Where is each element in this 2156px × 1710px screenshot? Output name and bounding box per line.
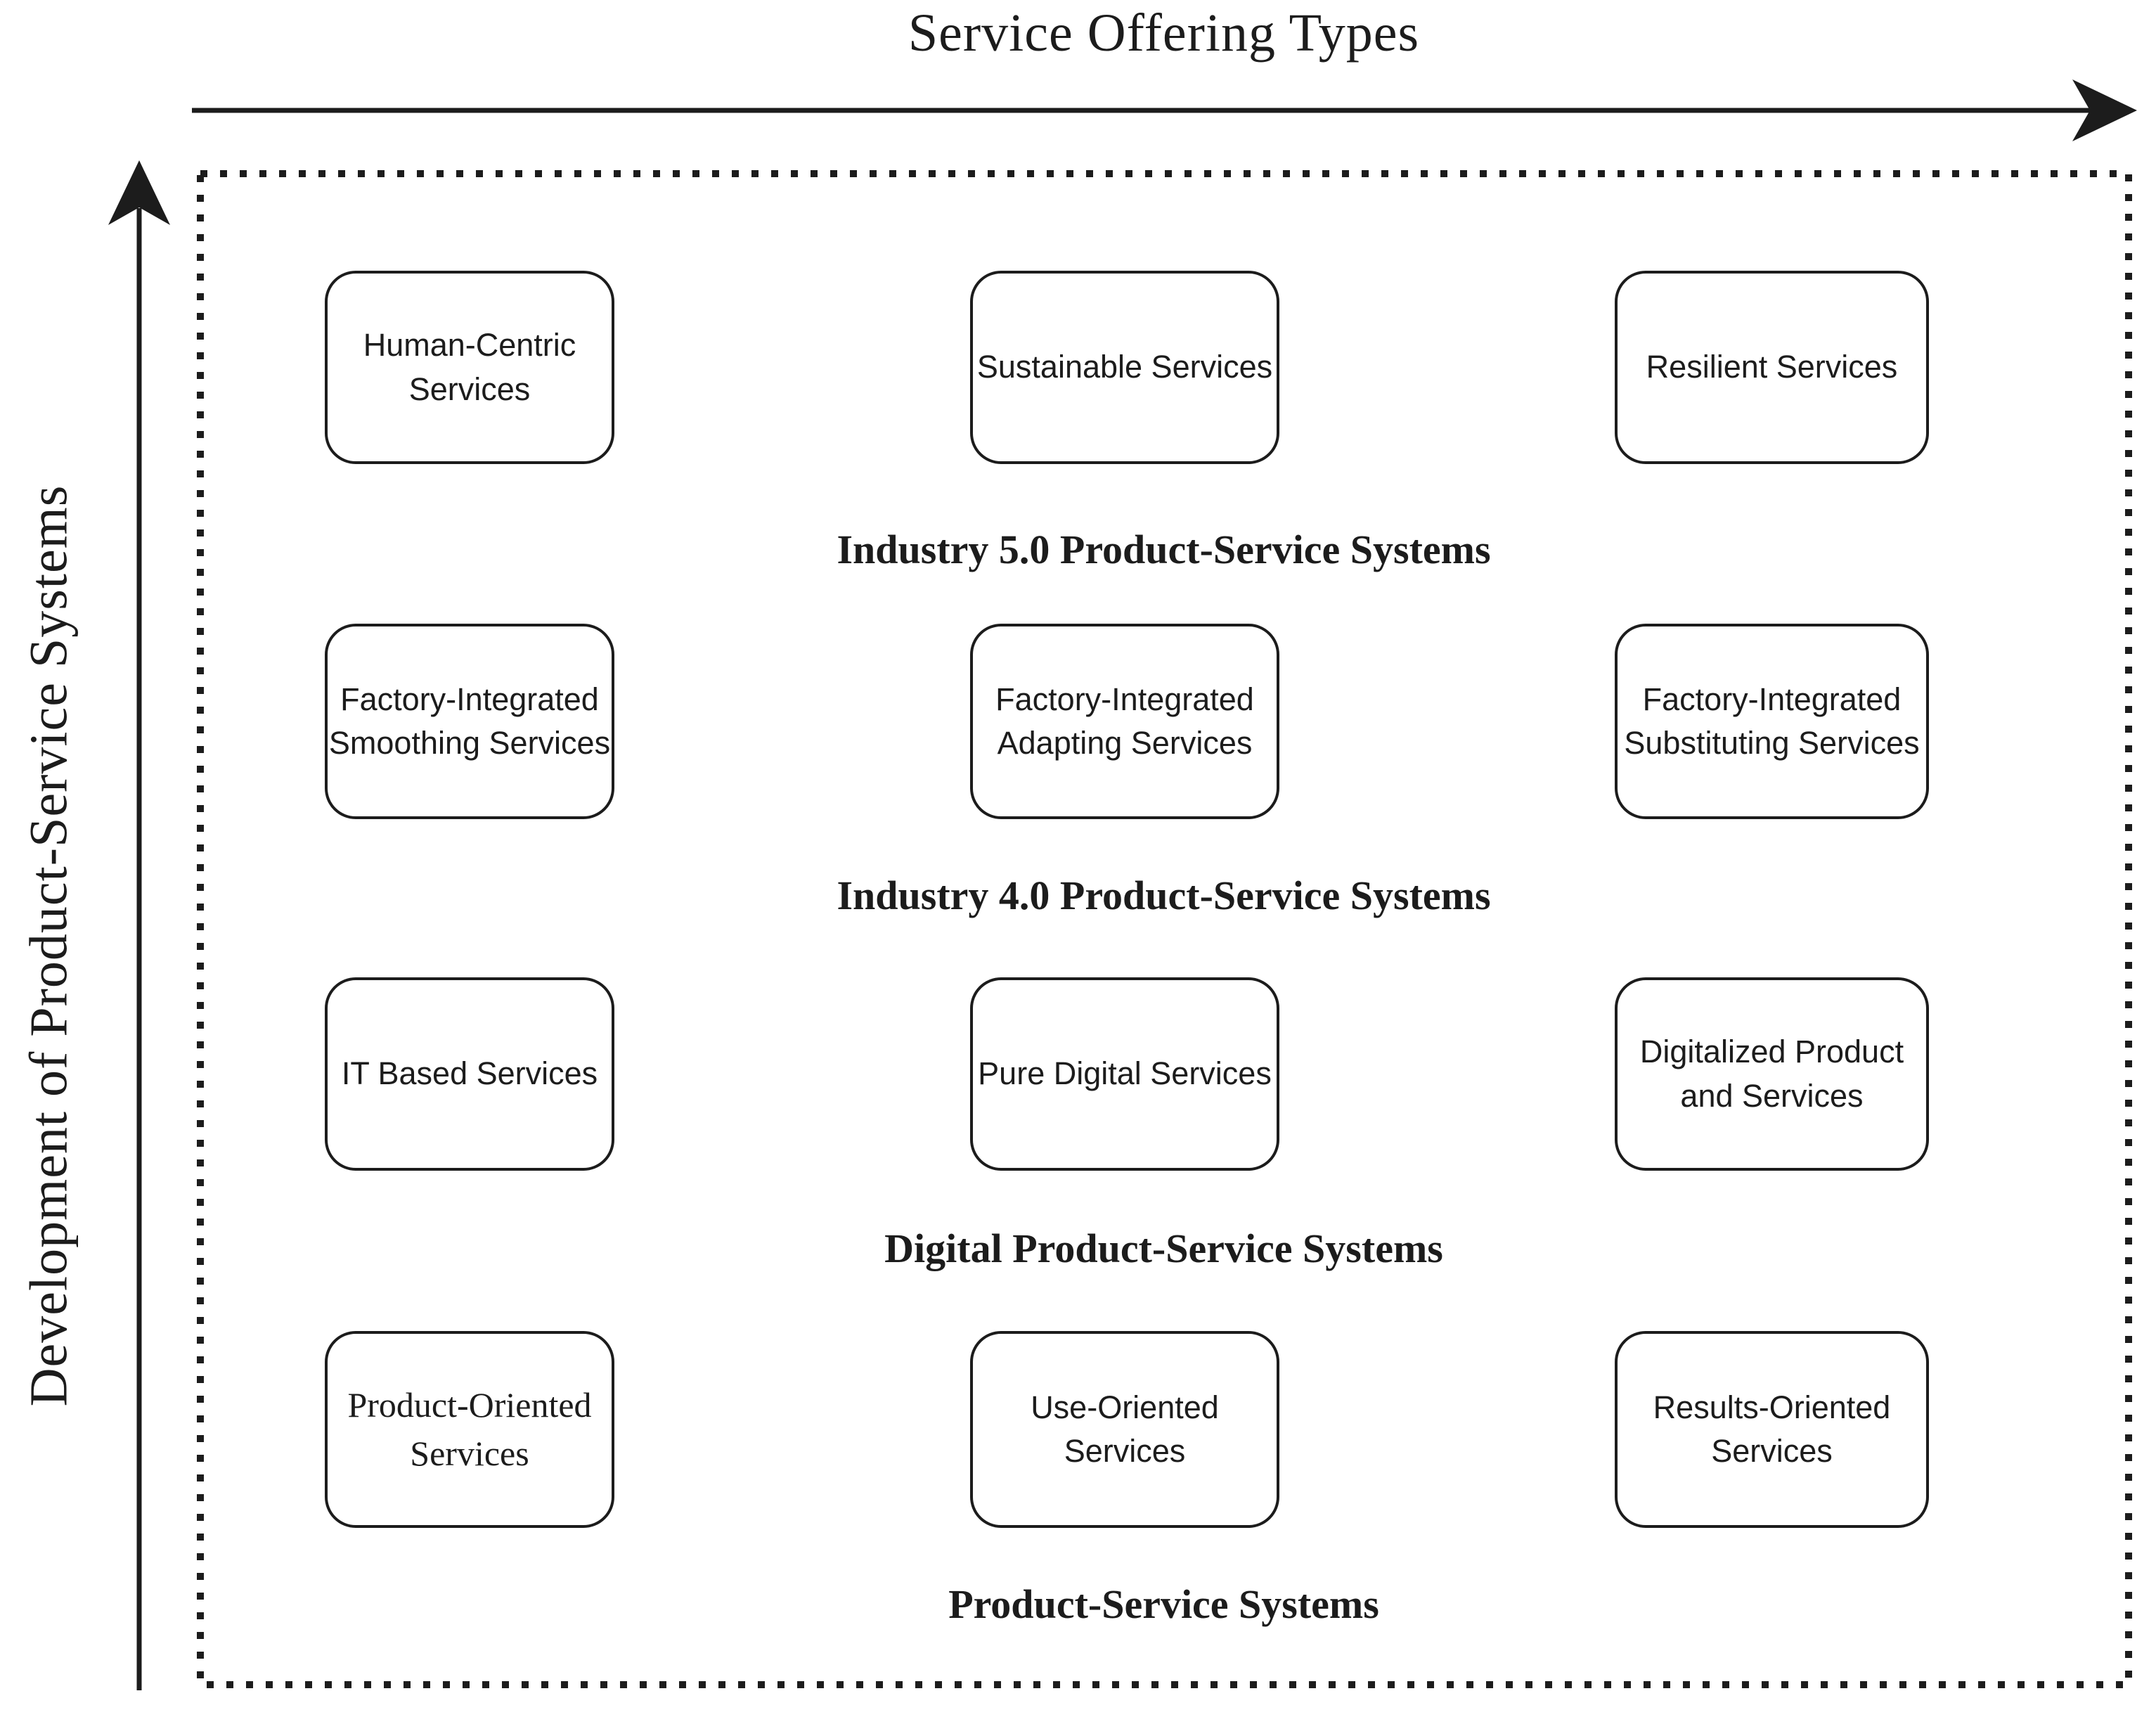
box-label: Factory-Integrated Smoothing Services: [328, 681, 611, 761]
box-label: Product-Oriented Services: [347, 1385, 592, 1473]
box-label: Factory-Integrated Adapting Services: [995, 681, 1254, 761]
box-label: Resilient Services: [1646, 349, 1898, 385]
row-label-digital-product-service-systems: Digital Product-Service Systems: [884, 1226, 1443, 1271]
box-factory-integrated-adapting-services: Factory-Integrated Adapting Services: [970, 624, 1279, 819]
box-label: Sustainable Services: [976, 349, 1273, 385]
box-product-oriented-services: Product-Oriented Services: [325, 1331, 614, 1528]
box-label: Results-Oriented Services: [1653, 1389, 1891, 1469]
box-digitalized-product-and-services: Digitalized Product and Services: [1615, 977, 1929, 1171]
box-factory-integrated-substituting-services: Factory-Integrated Substituting Services: [1615, 624, 1929, 819]
box-resilient-services: Resilient Services: [1615, 271, 1929, 464]
box-label: Use-Oriented Services: [1031, 1389, 1219, 1469]
box-factory-integrated-smoothing-services: Factory-Integrated Smoothing Services: [325, 624, 614, 819]
box-label: Digitalized Product and Services: [1639, 1034, 1904, 1114]
box-label: Factory-Integrated Substituting Services: [1624, 681, 1920, 761]
box-it-based-services: IT Based Services: [325, 977, 614, 1171]
row-label-industry-5-0-product-service-systems: Industry 5.0 Product-Service Systems: [837, 527, 1491, 572]
box-label: Human-Centric Services: [363, 327, 576, 407]
row-label-product-service-systems: Product-Service Systems: [948, 1581, 1379, 1627]
box-label: IT Based Services: [341, 1055, 598, 1092]
dotted-boundary: [197, 170, 2132, 1688]
x-axis-title: Service Offering Types: [908, 4, 1420, 63]
box-use-oriented-services: Use-Oriented Services: [970, 1331, 1279, 1528]
box-label: Pure Digital Services: [978, 1055, 1272, 1092]
box-results-oriented-services: Results-Oriented Services: [1615, 1331, 1929, 1528]
y-axis-title: Development of Product-Service Systems: [19, 484, 79, 1407]
y-axis-arrowhead-icon: [108, 160, 170, 225]
box-human-centric-services: Human-Centric Services: [325, 271, 614, 464]
box-sustainable-services: Sustainable Services: [970, 271, 1279, 464]
x-axis-arrowhead-icon: [2072, 79, 2137, 141]
box-pure-digital-services: Pure Digital Services: [970, 977, 1279, 1171]
row-label-industry-4-0-product-service-systems: Industry 4.0 Product-Service Systems: [837, 873, 1491, 918]
